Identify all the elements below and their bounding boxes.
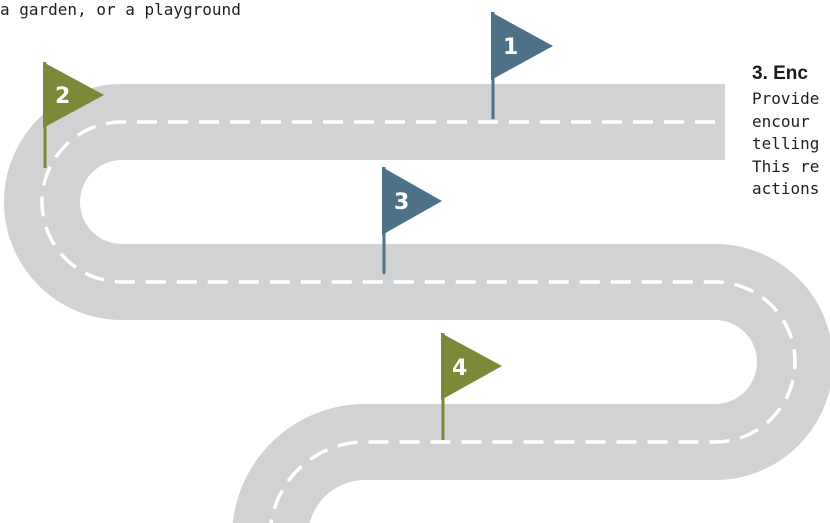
step-3-title: 3. Enc xyxy=(752,60,830,88)
step-3-line: telling xyxy=(752,133,830,156)
flag-3-banner xyxy=(382,167,442,235)
flag-4-number: 4 xyxy=(452,356,467,381)
step-3-line: encour xyxy=(752,111,830,134)
step-3-line: actions xyxy=(752,178,830,201)
step-3-line: Provide xyxy=(752,88,830,111)
flag-2-number: 2 xyxy=(55,84,70,109)
step-3-line: This re xyxy=(752,156,830,179)
step-3-description: 3. Enc Provide encour telling This re ac… xyxy=(752,60,830,201)
road-surface xyxy=(42,122,795,523)
flag-1-number: 1 xyxy=(503,35,518,60)
flag-1-banner xyxy=(491,12,553,80)
flag-3-number: 3 xyxy=(394,190,409,215)
flag-4-banner xyxy=(441,333,502,400)
